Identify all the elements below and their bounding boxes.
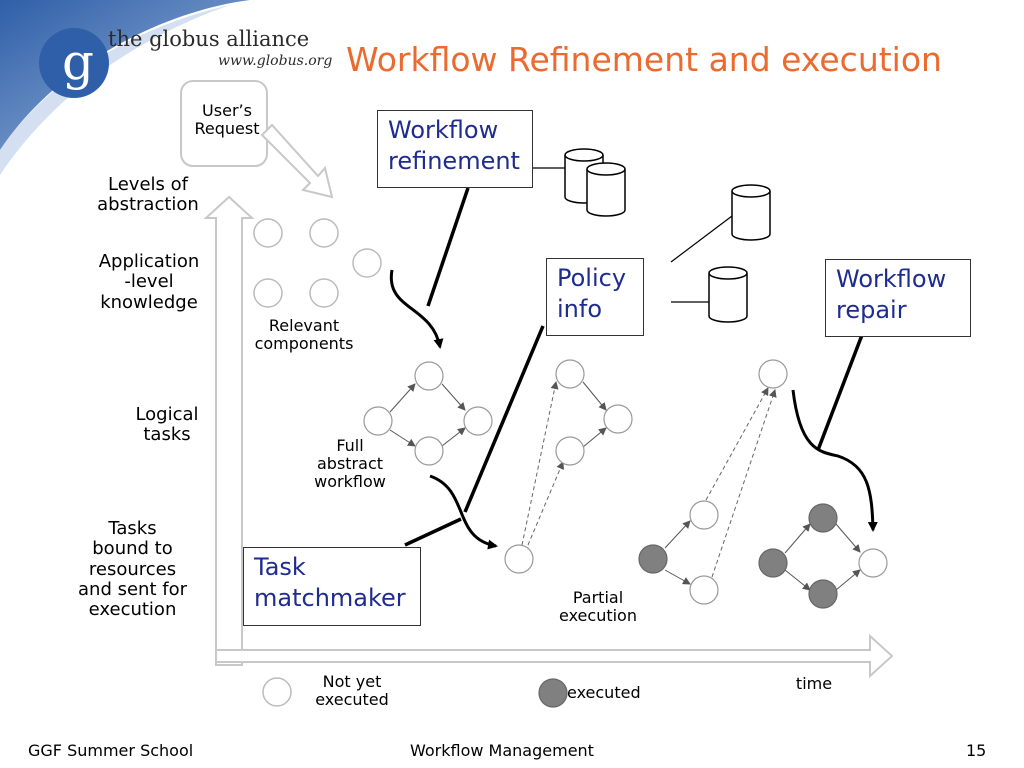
component-node bbox=[352, 248, 382, 278]
database-icon bbox=[586, 162, 626, 217]
component-node bbox=[253, 278, 283, 308]
database-icon bbox=[708, 266, 748, 323]
policy-callout bbox=[463, 325, 545, 513]
logo-circle bbox=[39, 28, 109, 98]
request-hollow-arrow bbox=[260, 123, 334, 199]
workflow-node bbox=[414, 436, 444, 466]
y-axis-arrow bbox=[203, 195, 255, 666]
user-request-box bbox=[180, 80, 268, 167]
executed-node bbox=[808, 503, 838, 533]
db-connector bbox=[670, 215, 733, 263]
legend-not-executed-icon bbox=[262, 677, 292, 707]
logo-name: the globus alliance bbox=[108, 27, 310, 51]
workflow-node bbox=[414, 361, 444, 391]
level-label-resources: Tasks bound to resources and sent for ex… bbox=[78, 518, 187, 621]
matchmaker-callout bbox=[404, 517, 462, 547]
x-axis-arrow bbox=[215, 633, 894, 679]
component-node bbox=[253, 218, 283, 248]
legend-executed-icon bbox=[538, 678, 568, 708]
legend-executed-label: executed bbox=[567, 683, 641, 702]
logo-letter: g bbox=[62, 33, 95, 91]
level-label-logical: Logical tasks bbox=[135, 404, 199, 446]
repair-callout bbox=[816, 334, 864, 451]
workflow-node bbox=[504, 544, 534, 574]
legend-not-executed-label: Not yet executed bbox=[315, 672, 389, 710]
executed-node bbox=[808, 579, 838, 609]
y-axis-label: Levels of abstraction bbox=[97, 174, 199, 216]
workflow-node bbox=[858, 548, 888, 578]
logo-url: www.globus.org bbox=[218, 53, 333, 69]
workflow-node bbox=[363, 406, 393, 436]
workflow-node bbox=[555, 359, 585, 389]
workflow-repair-box: Workflow repair bbox=[825, 259, 971, 337]
refinement-curve-arrow bbox=[389, 269, 444, 349]
component-node bbox=[309, 278, 339, 308]
partial-execution-label: Partial execution bbox=[559, 588, 637, 626]
repaired-workflow bbox=[758, 503, 888, 609]
workflow-node bbox=[603, 404, 633, 434]
task-matchmaker-box: Task matchmaker bbox=[243, 547, 421, 626]
executed-node bbox=[758, 548, 788, 578]
footer-center: Workflow Management bbox=[410, 741, 594, 760]
relevant-components bbox=[253, 218, 382, 308]
full-abstract-workflow-label: Full abstract workflow bbox=[314, 436, 386, 492]
policy-info-box: Policy info bbox=[546, 258, 644, 336]
database-icon bbox=[731, 184, 771, 241]
x-axis-label: time bbox=[795, 674, 833, 693]
slide-title: Workflow Refinement and execution bbox=[346, 40, 942, 79]
partial-workflow-1 bbox=[504, 359, 633, 574]
executed-node bbox=[638, 544, 668, 574]
workflow-node bbox=[463, 406, 493, 436]
workflow-node bbox=[758, 359, 788, 389]
repair-curve-arrow bbox=[791, 389, 878, 532]
workflow-node bbox=[555, 436, 585, 466]
user-request-label: User’s Request bbox=[194, 101, 260, 139]
partial-workflow-2 bbox=[638, 359, 788, 605]
workflow-node bbox=[689, 500, 719, 530]
workflow-node bbox=[689, 575, 719, 605]
component-node bbox=[309, 218, 339, 248]
full-abstract-workflow bbox=[363, 361, 493, 466]
page-number: 15 bbox=[966, 741, 987, 760]
matchmaker-curve-arrow bbox=[429, 474, 498, 550]
relevant-components-label: Relevant components bbox=[254, 316, 354, 354]
workflow-refinement-box: Workflow refinement bbox=[377, 110, 533, 188]
footer-left: GGF Summer School bbox=[28, 741, 194, 760]
level-label-application: Application -level knowledge bbox=[98, 251, 200, 313]
refinement-callout bbox=[426, 187, 470, 307]
